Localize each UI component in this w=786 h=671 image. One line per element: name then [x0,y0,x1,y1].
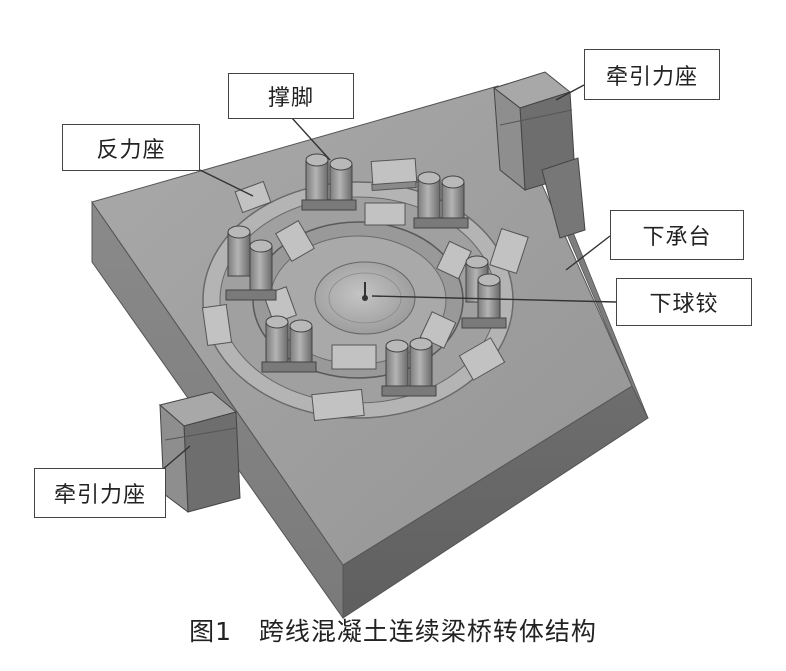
reaction-seat [364,202,406,226]
reaction-seat [370,157,418,192]
leader-lines [161,84,617,471]
traction-seat-bottom-block [158,391,241,514]
strut-pair [461,255,507,329]
figure-caption: 图1 跨线混凝土连续梁桥转体结构 [0,612,786,648]
traction-seat-top-block [492,71,586,239]
leader-traction-top [555,84,585,101]
strut-pair [301,153,357,211]
label-reaction-seat: 反力座 [62,124,200,171]
leader-traction-bottom [161,445,191,471]
label-traction-seat-top: 牵引力座 [584,49,720,100]
strut-pair [413,171,469,229]
strut-pair [261,315,317,373]
reaction-seat [458,337,506,381]
leader-reaction-seat [199,169,254,197]
reaction-seats [201,157,529,422]
struts [225,153,507,397]
strut-pair [225,225,277,301]
figure-title: 跨线混凝土连续梁桥转体结构 [258,617,597,646]
reaction-seat [436,240,472,280]
reaction-seat [331,344,377,370]
reaction-seat [489,227,529,275]
label-lower-ball-hinge: 下球铰 [616,278,752,326]
lower-ball-hinge [314,261,416,335]
figure-number: 图1 [189,617,233,646]
leader-ball-hinge [371,295,617,303]
label-lower-cap: 下承台 [610,210,744,260]
reaction-seat [275,219,315,263]
strut-pair [381,337,437,397]
leader-lower-cap [565,235,611,271]
reaction-seat [201,303,233,347]
reaction-seat [311,388,365,422]
reaction-seat [234,180,272,214]
label-strut: 撑脚 [228,73,354,119]
label-traction-seat-bottom: 牵引力座 [34,468,166,518]
leader-strut [291,117,331,161]
